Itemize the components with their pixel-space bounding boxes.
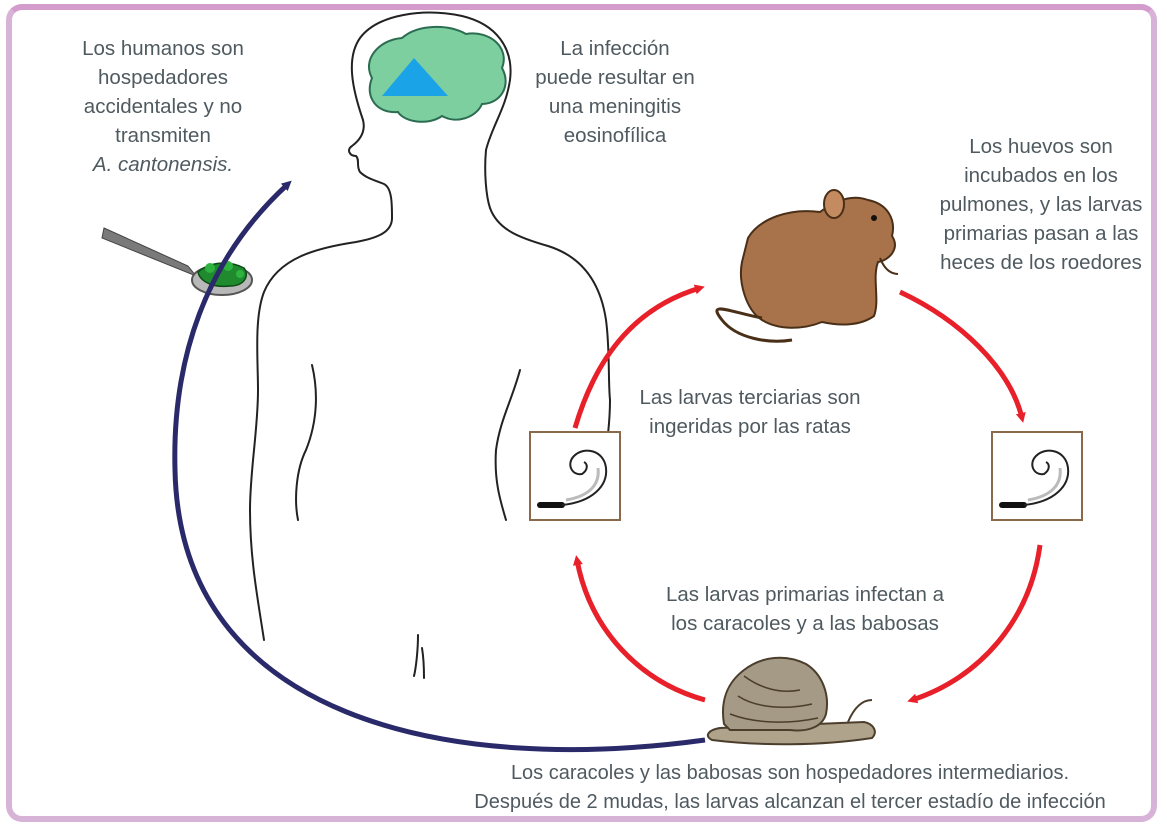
brain-icon: [369, 27, 506, 122]
spoon-icon: [102, 228, 252, 295]
larva-box-right: [992, 432, 1082, 520]
label-humans: Los humanos son hospedadores accidentale…: [38, 34, 288, 179]
navy-arrow: [175, 184, 705, 750]
species-name: A. cantonensis.: [38, 150, 288, 179]
label-primary: Las larvas primarias infectan a los cara…: [640, 580, 970, 638]
label-tertiary: Las larvas terciarias son ingeridas por …: [610, 383, 890, 441]
label-infection: La infección puede resultar en una menin…: [505, 34, 725, 150]
larva-box-left: [530, 432, 620, 520]
red-arrow-rat-to-larva: [900, 292, 1022, 418]
rat-icon: [717, 190, 898, 341]
snail-icon: [708, 658, 875, 745]
label-eggs: Los huevos son incubados en los pulmones…: [916, 132, 1166, 277]
label-bottom: Los caracoles y las babosas son hospedad…: [420, 759, 1160, 817]
